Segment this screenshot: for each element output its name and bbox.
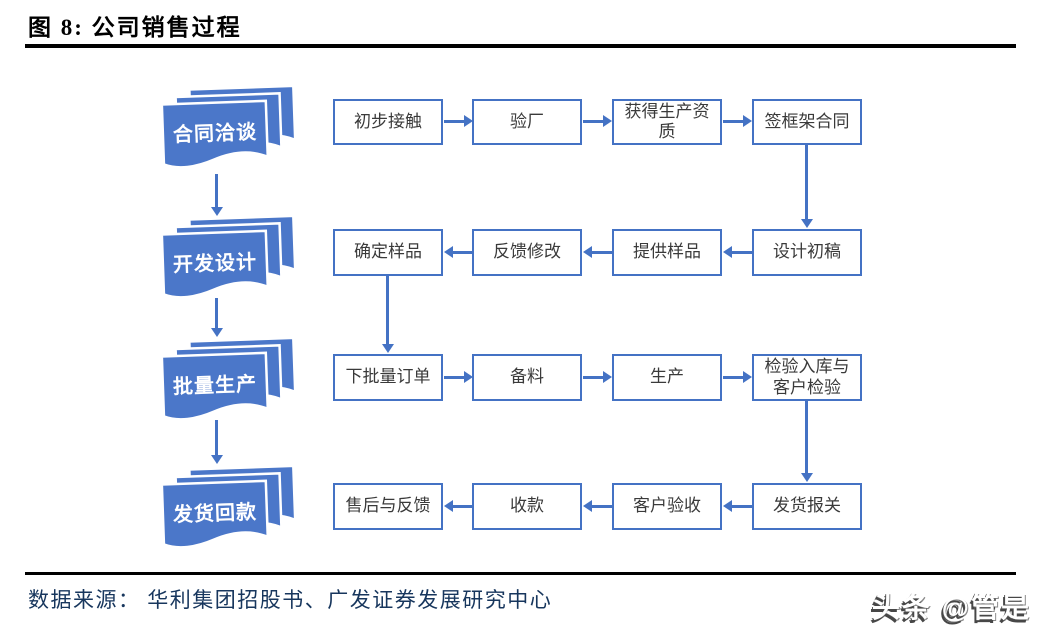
flow-step-box: 确定样品 (333, 229, 443, 276)
data-source-text: 数据来源： 华利集团招股书、广发证券发展研究中心 (28, 588, 553, 612)
flow-arrow-right (583, 371, 612, 383)
stacked-documents-icon (160, 464, 297, 549)
flow-arrow-right (444, 371, 473, 383)
stacked-documents-icon (160, 336, 297, 421)
flow-arrow-left (583, 500, 612, 512)
flow-arrow-down (800, 401, 813, 482)
flow-step-box: 初步接触 (333, 99, 443, 145)
flow-arrow-right (723, 371, 752, 383)
flow-arrow-down (381, 276, 394, 353)
flow-step-box: 获得生产资质 (612, 99, 722, 145)
flow-step-box: 检验入库与客户检验 (752, 354, 862, 401)
flow-step-box: 售后与反馈 (333, 483, 443, 530)
stage-contract-negotiation: 合同洽谈 (160, 84, 303, 184)
stage-label: 开发设计 (172, 251, 258, 277)
flow-step-box: 收款 (472, 483, 582, 530)
flow-arrow-left (723, 246, 752, 258)
stacked-documents-icon (160, 214, 297, 299)
flow-arrow-left (444, 500, 472, 512)
stage-shipment-payment: 发货回款 (160, 464, 303, 564)
flow-arrow-down (800, 145, 813, 228)
flow-step-box: 签框架合同 (752, 99, 862, 145)
flow-step-box: 验厂 (472, 99, 582, 145)
title-divider (25, 44, 1016, 48)
stage-mass-production: 批量生产 (160, 336, 303, 436)
toutiao-watermark: 头条 @管是 (871, 592, 1031, 623)
flow-step-box: 反馈修改 (472, 229, 582, 276)
flow-arrow-left (723, 500, 752, 512)
flow-step-box: 设计初稿 (752, 229, 862, 276)
footer-divider (25, 572, 1016, 575)
stage-label: 合同洽谈 (172, 121, 258, 147)
flow-arrow-left (444, 246, 472, 258)
stage-connector-arrow (210, 174, 223, 216)
flow-arrow-left (583, 246, 612, 258)
flow-step-box: 下批量订单 (333, 354, 443, 401)
flow-arrow-right (583, 115, 612, 127)
figure-title: 图 8: 公司销售过程 (28, 15, 242, 40)
stage-label: 发货回款 (172, 501, 258, 527)
stacked-documents-icon (160, 84, 297, 169)
stage-label: 批量生产 (172, 373, 258, 399)
stage-development-design: 开发设计 (160, 214, 303, 314)
flow-arrow-right (444, 115, 473, 127)
stage-connector-arrow (210, 298, 223, 337)
flow-step-box: 备料 (472, 354, 582, 401)
flow-step-box: 生产 (612, 354, 722, 401)
flow-step-box: 提供样品 (612, 229, 722, 276)
flow-arrow-right (723, 115, 752, 127)
stage-connector-arrow (210, 420, 223, 464)
flow-step-box: 发货报关 (752, 483, 862, 530)
flow-step-box: 客户验收 (612, 483, 722, 530)
